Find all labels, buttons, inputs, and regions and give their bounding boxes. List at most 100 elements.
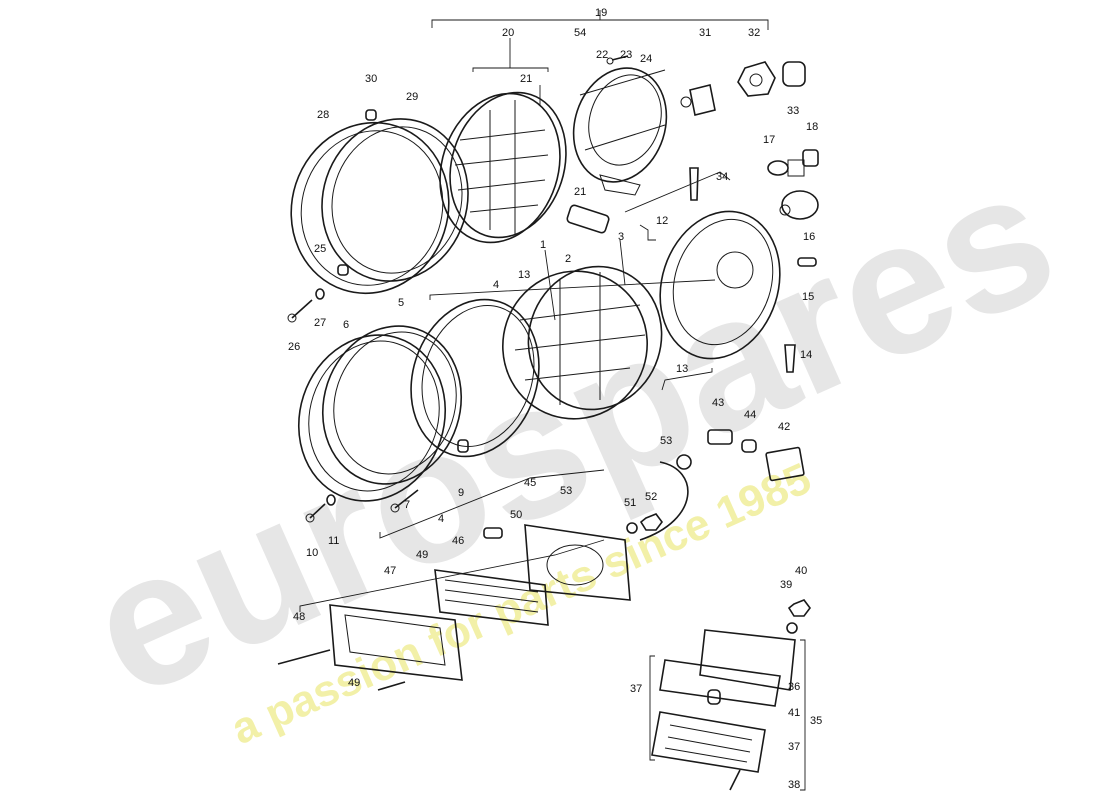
- bulb-14: [784, 344, 796, 373]
- callout-18: 18: [806, 121, 818, 133]
- callout-15: 15: [802, 291, 814, 303]
- callout-48: 48: [293, 611, 305, 623]
- watermark-brand: eurospares: [60, 127, 1082, 737]
- callout-39: 39: [780, 579, 792, 591]
- fog-lens-46: [434, 569, 549, 626]
- screw-7: [390, 489, 419, 513]
- callout-2: 2: [565, 253, 571, 265]
- grommet-53: [676, 454, 692, 470]
- callout-44: 44: [744, 409, 756, 421]
- callout-17: 17: [763, 134, 775, 146]
- callout-3: 3: [618, 231, 624, 243]
- watermark: eurospares a passion for parts since 198…: [60, 127, 1082, 754]
- callout-5: 5: [398, 297, 404, 309]
- callout-21-top: 21: [520, 73, 532, 85]
- screw-38: [729, 769, 741, 791]
- callout-22: 22: [596, 49, 608, 61]
- indicator-lens-37: [651, 711, 766, 773]
- sealed-beam-lens-20: [439, 91, 567, 244]
- fog-housing-53: [524, 524, 631, 601]
- callout-30: 30: [365, 73, 377, 85]
- callout-41: 41: [788, 707, 800, 719]
- callout-10: 10: [306, 547, 318, 559]
- headlight-housing-54: [572, 67, 668, 196]
- bulb-17: [767, 159, 805, 177]
- washer-51: [626, 522, 638, 534]
- callout-25: 25: [314, 243, 326, 255]
- callout-16: 16: [803, 231, 815, 243]
- gasket-37: [659, 659, 781, 707]
- washer-27: [315, 288, 325, 300]
- callout-26: 26: [288, 341, 300, 353]
- indicator-housing-36: [699, 629, 796, 691]
- callout-1: 1: [540, 239, 546, 251]
- bulb-50: [483, 527, 503, 539]
- outer-bezel-6: [297, 334, 447, 502]
- callout-27: 27: [314, 317, 326, 329]
- cap-30: [365, 109, 377, 121]
- callout-33: 33: [787, 105, 799, 117]
- outer-rim-28: [290, 121, 450, 295]
- callout-7: 7: [404, 499, 410, 511]
- callout-4-top: 4: [493, 279, 499, 291]
- nut-40: [787, 599, 811, 617]
- headlight-bucket-3: [659, 210, 781, 360]
- socket-43: [707, 429, 733, 445]
- bulb-31: [680, 84, 716, 116]
- callout-38: 38: [788, 779, 800, 791]
- bulb-44: [741, 439, 757, 453]
- callout-40: 40: [795, 565, 807, 577]
- callout-49-low: 49: [348, 677, 360, 689]
- callout-46: 46: [452, 535, 464, 547]
- callout-31: 31: [699, 27, 711, 39]
- socket-33: [782, 61, 806, 87]
- cap-32: [737, 61, 776, 97]
- callout-13-top: 13: [518, 269, 530, 281]
- callout-13-low: 13: [676, 363, 688, 375]
- callout-20: 20: [502, 27, 514, 39]
- callout-labels: 19 20 54 31 32 22 23 24 21 30 29 28 33 1…: [288, 7, 822, 791]
- callout-34: 34: [716, 171, 728, 183]
- callout-53-mid: 53: [560, 485, 572, 497]
- callout-37-low: 37: [788, 741, 800, 753]
- cap-18: [802, 149, 819, 167]
- trim-ring-29: [321, 118, 469, 282]
- bezel-5: [321, 325, 463, 485]
- clip-21: [566, 204, 610, 234]
- callout-4-low: 4: [438, 513, 444, 525]
- callout-14: 14: [800, 349, 812, 361]
- screw-22: [606, 55, 629, 65]
- lens-2: [502, 265, 663, 420]
- callout-45: 45: [524, 477, 536, 489]
- screw-10: [305, 503, 326, 523]
- screw-49: [377, 681, 406, 691]
- callout-32: 32: [748, 27, 760, 39]
- callout-29: 29: [406, 91, 418, 103]
- screw-26: [287, 299, 313, 323]
- callout-50: 50: [510, 509, 522, 521]
- callout-12: 12: [656, 215, 668, 227]
- callout-35: 35: [810, 715, 822, 727]
- callout-53-top: 53: [660, 435, 672, 447]
- clip-9: [457, 439, 469, 453]
- leader-lines: [299, 10, 806, 791]
- callout-19: 19: [595, 7, 607, 19]
- callout-21-mid: 21: [574, 186, 586, 198]
- small-bulb-15: [797, 257, 817, 267]
- callout-28: 28: [317, 109, 329, 121]
- trim-ring-4: [410, 298, 540, 458]
- callout-52: 52: [645, 491, 657, 503]
- callout-42: 42: [778, 421, 790, 433]
- bulb-34: [689, 167, 699, 201]
- fog-bezel-47: [329, 604, 463, 681]
- callout-11: 11: [328, 535, 339, 547]
- callout-37-top: 37: [630, 683, 642, 695]
- lens-42: [765, 446, 805, 482]
- callout-36: 36: [788, 681, 800, 693]
- cable-53: [639, 461, 689, 541]
- callout-47: 47: [384, 565, 396, 577]
- callout-51: 51: [624, 497, 636, 509]
- reflector-cap-16: [779, 190, 819, 220]
- callout-54: 54: [574, 27, 586, 39]
